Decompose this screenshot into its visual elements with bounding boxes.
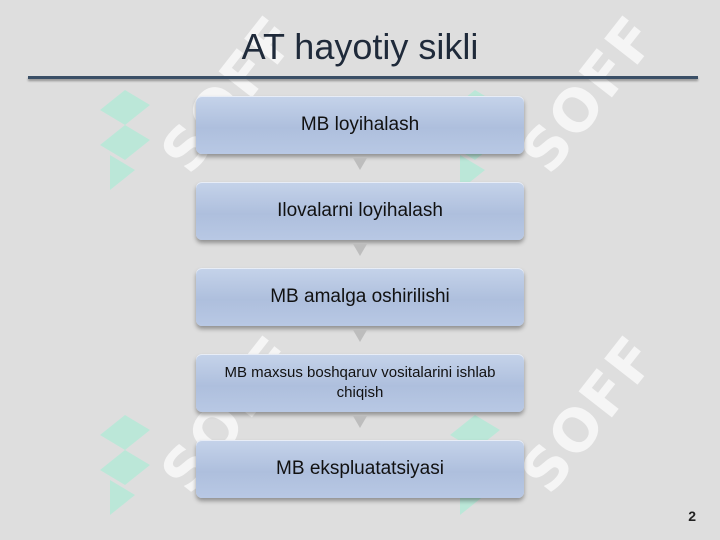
- connector-arrow-icon: [353, 158, 367, 170]
- title-divider: [28, 76, 698, 79]
- watermark-logo: [90, 85, 160, 200]
- flow-step-2: Ilovalarni loyihalash: [196, 182, 524, 240]
- flow-step-4: MB maxsus boshqaruv vositalarini ishlab …: [196, 354, 524, 412]
- flow-step-1: MB loyihalash: [196, 96, 524, 154]
- page-number: 2: [688, 508, 696, 524]
- connector-arrow-icon: [353, 330, 367, 342]
- watermark-text: SOFF: [507, 322, 671, 506]
- flow-step-5: MB ekspluatatsiyasi: [196, 440, 524, 498]
- slide-title: AT hayotiy sikli: [241, 26, 479, 67]
- watermark-logo: [90, 410, 160, 525]
- flow-step-3: MB amalga oshirilishi: [196, 268, 524, 326]
- connector-arrow-icon: [353, 416, 367, 428]
- connector-arrow-icon: [353, 244, 367, 256]
